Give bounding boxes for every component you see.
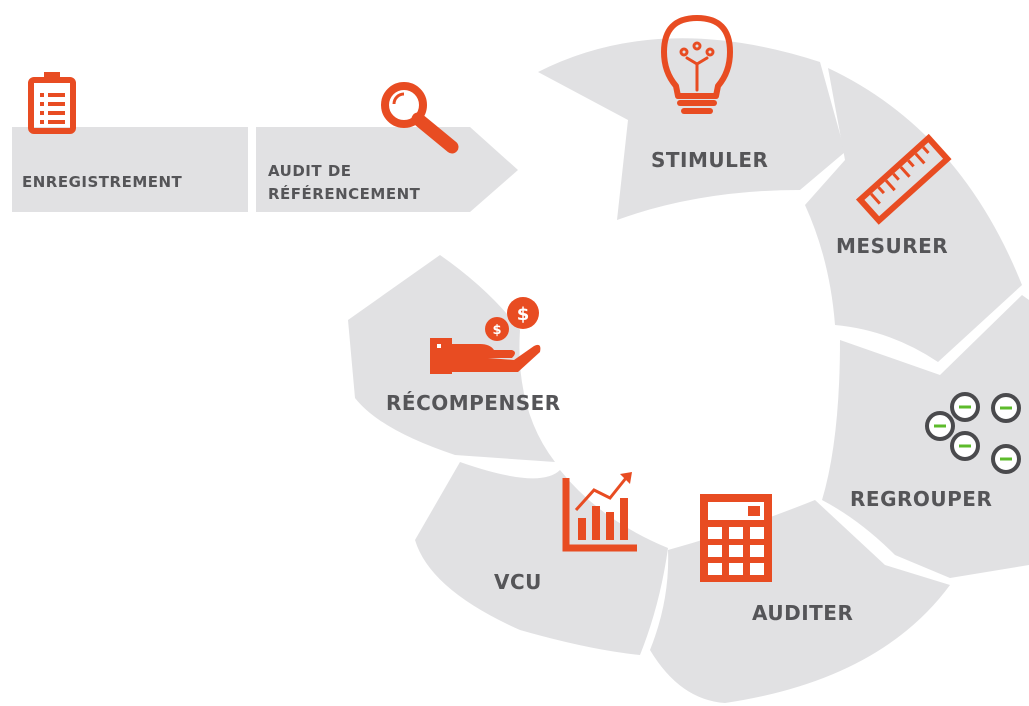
cycle-segment-regrouper [822,295,1029,578]
cycle-segment-mesurer [805,68,1022,362]
intro-step-registration-box [12,127,248,212]
cycle-label-vcu: VCU [494,570,542,594]
ruler-icon [855,133,952,225]
cycle-label-auditer: AUDITER [752,601,853,625]
clipboard-icon [28,72,76,134]
intro-step-audit-label-line1: AUDIT DE [268,162,352,180]
lightbulb-icon [661,15,733,114]
intro-strip: ENREGISTREMENT AUDIT DE RÉFÉRENCEMENT [12,72,518,212]
reward-hand-icon: $ $ [430,297,541,374]
cycle-label-recompenser: RÉCOMPENSER [386,391,561,415]
cycle-label-stimuler: STIMULER [651,148,768,172]
cycle-segment-stimuler [538,38,845,220]
cycle-label-regrouper: REGROUPER [850,487,992,511]
intro-step-audit-label-line2: RÉFÉRENCEMENT [268,184,421,203]
cycle-label-mesurer: MESURER [836,234,948,258]
groups-icon [925,392,1021,474]
magnifier-icon [381,82,459,154]
calculator-icon [700,494,772,582]
cycle-segment-vcu [415,462,668,655]
svg-text:$: $ [492,323,501,338]
intro-step-registration-label: ENREGISTREMENT [22,173,183,191]
svg-text:$: $ [517,304,530,325]
growth-chart-icon [562,472,637,552]
